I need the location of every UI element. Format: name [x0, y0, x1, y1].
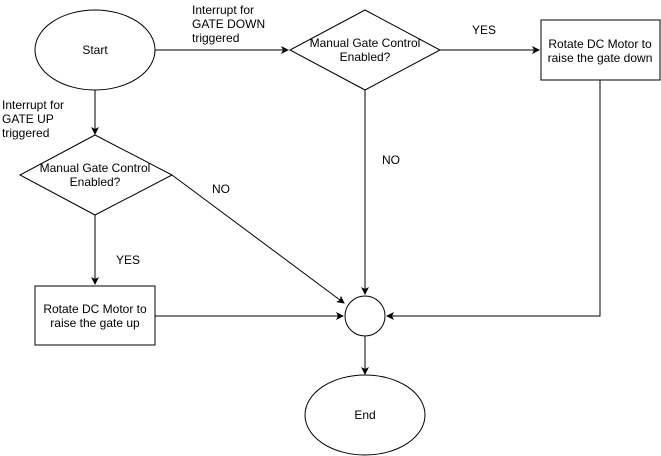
- process-gate-up: Rotate DC Motor to raise the gate up: [34, 285, 156, 346]
- interrupt-gate-down-label: Interrupt for GATE DOWN triggered: [192, 3, 265, 45]
- decision-gate-up: Manual Gate Control Enabled?: [18, 134, 174, 216]
- process-up-box: [34, 285, 156, 346]
- merge-connector: [344, 295, 386, 337]
- process-down-box: [540, 19, 661, 81]
- process-gate-down: Rotate DC Motor to raise the gate down: [540, 19, 661, 81]
- decision-up-label-line-2: Enabled?: [70, 175, 121, 189]
- process-down-label-line-2: raise the gate down: [548, 51, 653, 65]
- interrupt-up-line-3: triggered: [2, 126, 49, 140]
- edges: [91, 46, 601, 375]
- end-node: End: [304, 374, 426, 456]
- end-label: End: [354, 408, 375, 422]
- yes-label-gate-down: YES: [472, 23, 496, 37]
- end-ellipse: [304, 374, 426, 456]
- decision-up-diamond: [18, 134, 174, 216]
- yes-label-gate-up: YES: [116, 253, 140, 267]
- process-up-label-line-2: raise the gate up: [50, 316, 140, 330]
- interrupt-up-line-1: Interrupt for: [2, 98, 64, 112]
- decision-gate-down: Manual Gate Control Enabled?: [288, 9, 442, 91]
- decision-down-diamond: [288, 9, 442, 91]
- interrupt-gate-up-label: Interrupt for GATE UP triggered: [2, 98, 64, 140]
- edge-process-down-to-merge: [386, 80, 601, 320]
- decision-down-label-line-2: Enabled?: [340, 50, 391, 64]
- start-node: Start: [34, 9, 156, 91]
- process-down-label-line-1: Rotate DC Motor to: [548, 37, 652, 51]
- process-up-label-line-1: Rotate DC Motor to: [43, 302, 147, 316]
- no-label-gate-down: NO: [382, 153, 400, 167]
- interrupt-down-line-3: triggered: [192, 31, 239, 45]
- start-ellipse: [34, 9, 156, 91]
- edge-decision-up-no: [171, 174, 345, 304]
- decision-down-label-line-1: Manual Gate Control: [310, 36, 421, 50]
- no-label-gate-up: NO: [212, 182, 230, 196]
- start-label: Start: [82, 43, 108, 57]
- interrupt-down-line-1: Interrupt for: [192, 3, 254, 17]
- decision-up-label-line-1: Manual Gate Control: [40, 161, 151, 175]
- interrupt-up-line-2: GATE UP: [2, 112, 54, 126]
- interrupt-down-line-2: GATE DOWN: [192, 17, 265, 31]
